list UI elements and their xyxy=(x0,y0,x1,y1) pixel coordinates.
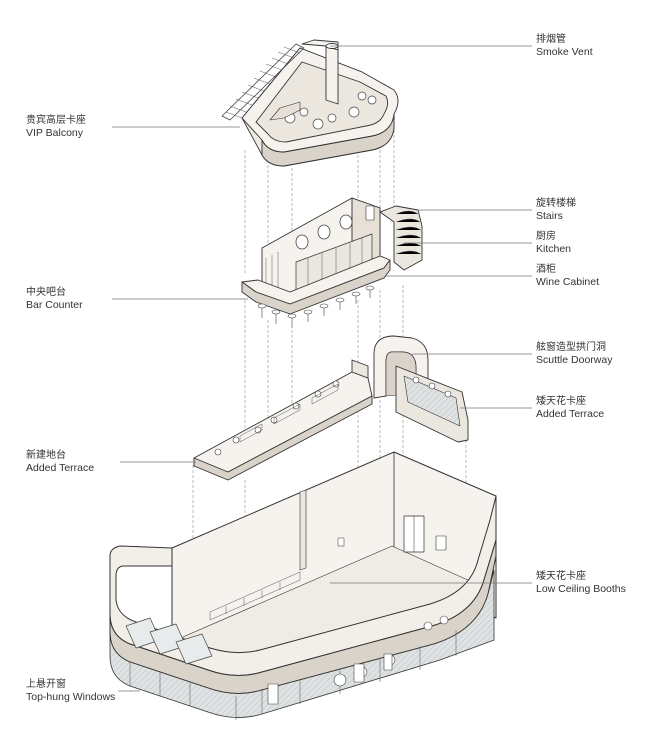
label-wine-cabinet: 酒柜 Wine Cabinet xyxy=(536,263,599,289)
label-stairs: 旋转楼梯 Stairs xyxy=(536,197,576,223)
label-top-hung-windows: 上悬开窗 Top-hung Windows xyxy=(26,678,115,704)
label-added-terrace-right-en: Added Terrace xyxy=(536,408,605,420)
label-smoke-vent-en: Smoke Vent xyxy=(536,46,593,58)
label-top-hung-windows-zh: 上悬开窗 xyxy=(26,679,66,690)
label-kitchen-en: Kitchen xyxy=(536,243,572,255)
label-added-terrace-right: 矮天花卡座 Added Terrace xyxy=(536,395,604,421)
label-stairs-zh: 旋转楼梯 xyxy=(536,198,576,209)
label-vip-balcony-en: VIP Balcony xyxy=(26,127,84,139)
label-scuttle-doorway: 舷窗造型拱门洞 Scuttle Doorway xyxy=(536,341,612,367)
label-added-terrace-left: 新建地台 Added Terrace xyxy=(26,449,94,475)
label-added-terrace-left-en: Added Terrace xyxy=(26,462,95,474)
label-smoke-vent: 排烟管 Smoke Vent xyxy=(536,33,593,59)
label-kitchen-zh: 厨房 xyxy=(536,231,556,242)
leader-lines xyxy=(112,45,532,692)
label-stairs-en: Stairs xyxy=(536,210,563,222)
label-bar-counter-zh: 中央吧台 xyxy=(26,287,66,298)
terrace-level xyxy=(193,335,469,481)
label-low-ceiling-booths: 矮天花卡座 Low Ceiling Booths xyxy=(536,570,626,596)
label-vip-balcony-zh: 贵宾高层卡座 xyxy=(26,115,86,126)
label-scuttle-doorway-zh: 舷窗造型拱门洞 xyxy=(536,342,606,353)
label-low-ceiling-booths-zh: 矮天花卡座 xyxy=(536,571,586,582)
ground-level-shell xyxy=(109,451,497,720)
label-top-hung-windows-en: Top-hung Windows xyxy=(26,691,116,703)
bar-kitchen-level xyxy=(241,197,423,328)
label-added-terrace-left-zh: 新建地台 xyxy=(26,450,66,461)
label-kitchen: 厨房 Kitchen xyxy=(536,230,571,256)
label-scuttle-doorway-en: Scuttle Doorway xyxy=(536,354,613,366)
label-smoke-vent-zh: 排烟管 xyxy=(536,34,566,45)
label-bar-counter: 中央吧台 Bar Counter xyxy=(26,286,83,312)
vip-balcony-level xyxy=(221,39,399,167)
label-vip-balcony: 贵宾高层卡座 VIP Balcony xyxy=(26,114,86,140)
label-wine-cabinet-en: Wine Cabinet xyxy=(536,276,600,288)
label-wine-cabinet-zh: 酒柜 xyxy=(536,264,556,275)
label-low-ceiling-booths-en: Low Ceiling Booths xyxy=(536,583,626,595)
label-bar-counter-en: Bar Counter xyxy=(26,299,83,311)
label-added-terrace-right-zh: 矮天花卡座 xyxy=(536,396,586,407)
